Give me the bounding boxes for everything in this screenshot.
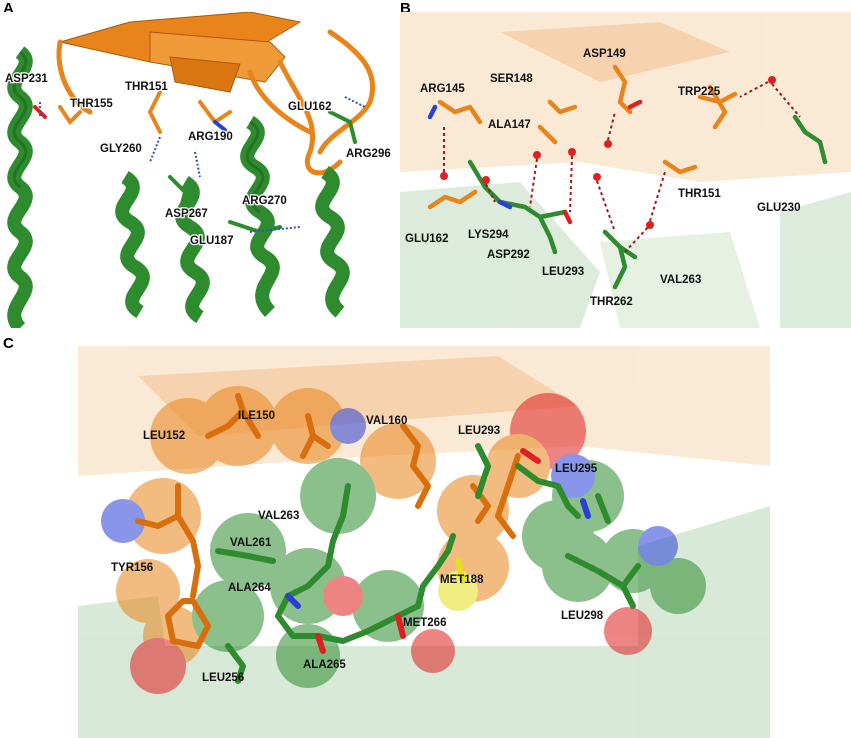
- label-glu187: GLU187: [190, 235, 233, 247]
- label-met188: MET188: [440, 574, 484, 586]
- panel-b-hbonds: [443, 81, 801, 253]
- panel-c-structure: LEU152 ILE150 VAL160 LEU293 LEU295 VAL26…: [78, 346, 770, 738]
- label-thr151: THR151: [125, 81, 168, 93]
- label-leu298: LEU298: [561, 610, 604, 622]
- label-asp292: ASP292: [487, 249, 530, 261]
- panel-b-waters: [440, 76, 776, 229]
- label-asp149: ASP149: [583, 48, 626, 60]
- panel-a-orange-sheet: [59, 12, 302, 93]
- label-ala147: ALA147: [488, 119, 531, 131]
- panel-b-faded-background: [400, 12, 851, 328]
- label-lys294: LYS294: [468, 229, 509, 241]
- label-arg145: ARG145: [420, 83, 465, 95]
- label-ile150: ILE150: [238, 410, 275, 422]
- label-thr151: THR151: [678, 188, 721, 200]
- panel-c-sticks: [135, 393, 641, 684]
- label-tyr156: TYR156: [111, 562, 153, 574]
- label-val263: VAL263: [258, 510, 299, 522]
- panel-a-orange-loops: [56, 29, 376, 176]
- label-asp267: ASP267: [165, 208, 208, 220]
- label-arg270: ARG270: [242, 195, 287, 207]
- panel-a-structure: ASP231 THR155 THR151 GLY260 ARG190 ASP26…: [0, 12, 392, 328]
- label-val263: VAL263: [660, 274, 701, 286]
- label-thr262: THR262: [590, 296, 633, 308]
- label-ala264: ALA264: [228, 582, 271, 594]
- panel-b-structure: ARG145 SER148 ASP149 TRP225 ALA147 THR15…: [400, 12, 851, 328]
- label-glu162: GLU162: [405, 233, 448, 245]
- panel-b-letter: B: [400, 0, 411, 17]
- label-met266: MET266: [403, 617, 446, 629]
- label-leu295: LEU295: [555, 463, 598, 475]
- label-leu293: LEU293: [458, 425, 500, 437]
- label-arg296: ARG296: [346, 148, 391, 160]
- label-ser148: SER148: [490, 73, 533, 85]
- label-arg190: ARG190: [188, 131, 233, 143]
- label-val160: VAL160: [366, 415, 407, 427]
- label-thr155: THR155: [70, 98, 113, 110]
- panel-b-sticks: [427, 64, 828, 290]
- panel-c-letter: C: [3, 335, 14, 352]
- label-asp231: ASP231: [5, 73, 48, 85]
- label-glu230: GLU230: [757, 202, 800, 214]
- label-val261: VAL261: [230, 537, 272, 549]
- label-glu162: GLU162: [288, 101, 331, 113]
- panel-a-hbonds: [39, 96, 366, 233]
- label-leu293: LEU293: [542, 266, 584, 278]
- label-leu152: LEU152: [143, 430, 185, 442]
- label-leu256: LEU256: [202, 672, 244, 684]
- panel-a-letter: A: [3, 0, 14, 17]
- label-gly260: GLY260: [100, 143, 142, 155]
- label-trp225: TRP225: [678, 86, 721, 98]
- label-ala265: ALA265: [303, 659, 346, 671]
